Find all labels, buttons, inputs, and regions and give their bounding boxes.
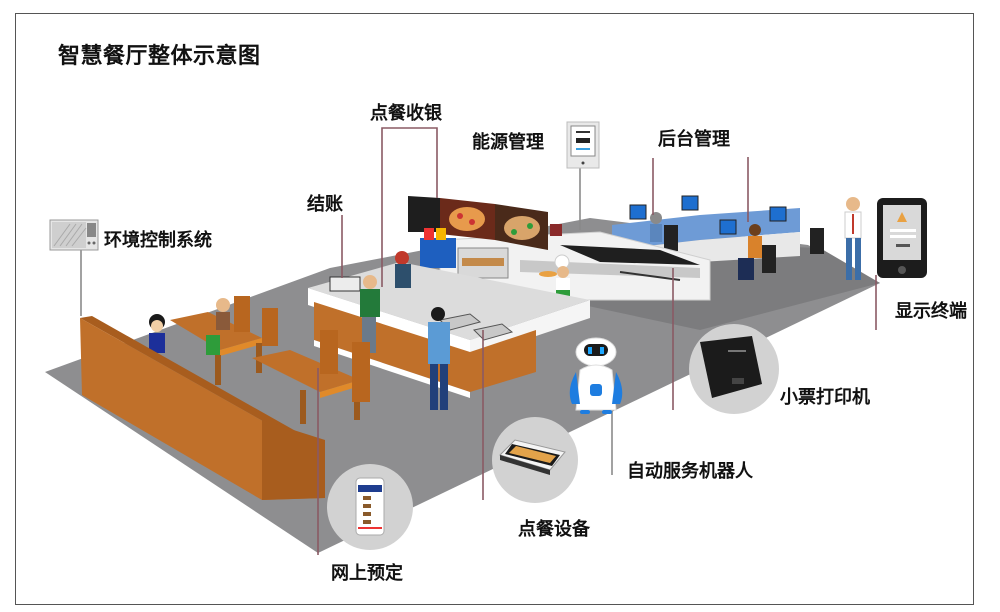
- air-conditioner-icon: [49, 219, 99, 251]
- label-checkout: 结账: [307, 194, 343, 215]
- energy-meter-icon: [566, 121, 600, 169]
- pos-tablet-icon: [492, 417, 578, 503]
- label-receipt-printer: 小票打印机: [780, 387, 870, 408]
- leader-lines: [80, 127, 877, 555]
- label-service-robot: 自动服务机器人: [627, 461, 753, 482]
- smartphone-icon: [327, 464, 413, 550]
- tablet-terminal-icon: [844, 197, 927, 280]
- menu-display-boards: [408, 196, 562, 279]
- label-display-terminal: 显示终端: [895, 301, 967, 322]
- robot-icon: [569, 337, 623, 414]
- label-online-reservation: 网上预定: [331, 563, 403, 584]
- label-backend-management: 后台管理: [658, 129, 730, 150]
- page-title: 智慧餐厅整体示意图: [58, 44, 261, 69]
- dining-area: [80, 296, 370, 500]
- label-energy-management: 能源管理: [472, 132, 544, 153]
- label-environment-control: 环境控制系统: [104, 230, 212, 251]
- label-order-cashier: 点餐收银: [370, 103, 442, 124]
- label-ordering-device: 点餐设备: [518, 519, 590, 540]
- printer-icon: [689, 324, 779, 414]
